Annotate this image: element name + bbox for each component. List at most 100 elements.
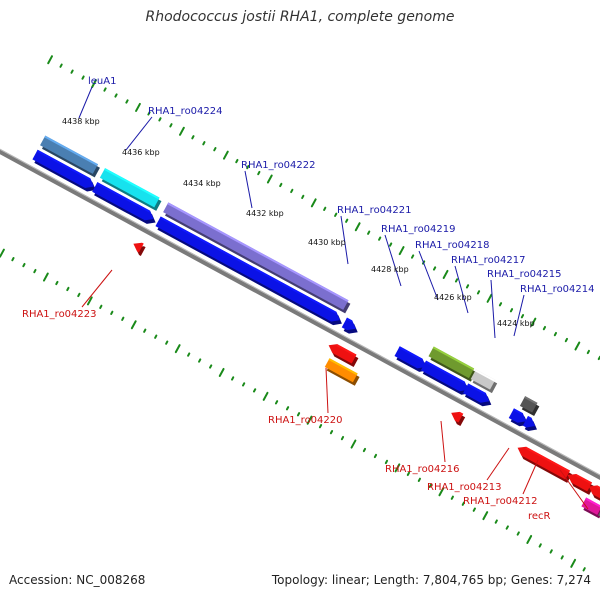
- scale-tick-minor: [213, 147, 217, 152]
- scale-tick-minor: [494, 519, 498, 524]
- scale-tick-minor: [114, 93, 118, 98]
- cds-ro04214: [522, 415, 538, 432]
- scale-tick-minor: [165, 340, 169, 345]
- scale-tick-major: [179, 126, 185, 136]
- scale-tick-minor: [110, 310, 114, 315]
- forward-gene-label: RHA1_ro04221: [337, 205, 412, 216]
- gene-ro04218-track: [470, 369, 498, 394]
- forward-gene-label: RHA1_ro04214: [520, 284, 595, 295]
- forward-label-leader: [513, 294, 525, 337]
- scale-tick-minor: [538, 543, 542, 548]
- scale-tick-label: 4430 kbp: [308, 238, 346, 247]
- gene-ro04212-track: [581, 497, 600, 519]
- scale-tick-minor: [191, 135, 195, 140]
- scale-tick-major: [486, 293, 493, 303]
- scale-tick-minor: [77, 292, 81, 298]
- scale-tick-major: [350, 439, 357, 449]
- scale-tick-minor: [509, 308, 514, 313]
- scale-tick-minor: [505, 525, 509, 530]
- forward-label-leader: [384, 234, 402, 287]
- scale-tick-label: 4434 kbp: [183, 179, 221, 188]
- scale-tick-minor: [410, 254, 415, 259]
- gene-ro04215-track: [519, 396, 540, 417]
- reverse-gene-label: RHA1_ro04213: [427, 482, 502, 493]
- cds-leuA1: [32, 149, 96, 192]
- scale-tick-minor: [378, 236, 382, 241]
- scale-tick-minor: [274, 400, 279, 405]
- scale-tick-minor: [516, 531, 520, 536]
- cds-ro04221: [341, 317, 358, 334]
- cds-ro04224: [92, 182, 156, 224]
- cds-ro04213: [517, 446, 572, 483]
- scale-tick-minor: [22, 262, 26, 268]
- scale-tick-major: [86, 296, 93, 306]
- scale-tick-major: [394, 463, 401, 473]
- cds-ro04223: [133, 242, 146, 256]
- scale-tick-minor: [340, 435, 345, 441]
- cds-ro04212: [567, 473, 594, 495]
- scale-tick-minor: [560, 555, 564, 560]
- scale-tick-major: [130, 320, 137, 330]
- cds-ro04220: [328, 344, 359, 367]
- cds-ro04216: [451, 411, 466, 427]
- scale-tick-minor: [428, 483, 432, 488]
- scale-tick-major: [0, 248, 5, 258]
- scale-tick-minor: [231, 376, 235, 381]
- scale-tick-minor: [143, 328, 147, 333]
- scale-tick-minor: [169, 123, 173, 128]
- scale-tick-minor: [367, 230, 371, 235]
- scale-tick-minor: [498, 302, 503, 307]
- scale-tick-minor: [279, 182, 283, 188]
- scale-tick-major: [354, 222, 361, 232]
- scale-tick-minor: [55, 280, 59, 286]
- scale-tick-major: [222, 150, 229, 160]
- scale-tick-minor: [432, 266, 437, 271]
- scale-tick-minor: [389, 242, 393, 247]
- forward-label-leader: [454, 265, 469, 314]
- scale-tick-minor: [476, 290, 481, 295]
- gene-leuA1-track: [40, 135, 100, 178]
- forward-label-leader: [490, 279, 496, 339]
- forward-gene-label: leuA1: [88, 76, 116, 87]
- genome-backbone: [0, 149, 600, 481]
- scale-tick-major: [135, 102, 141, 112]
- gene-ro04220-track: [324, 358, 360, 386]
- scale-tick-minor: [290, 188, 294, 194]
- scale-tick-major: [442, 269, 449, 279]
- forward-label-leader: [418, 250, 439, 301]
- scale-tick-minor: [373, 453, 378, 459]
- scale-tick-minor: [147, 111, 151, 116]
- scale-tick-minor: [582, 567, 586, 572]
- scale-tick-label: 4428 kbp: [371, 265, 409, 274]
- scale-tick-minor: [417, 477, 422, 482]
- reverse-label-leader: [522, 459, 539, 495]
- scale-tick-major: [438, 487, 445, 497]
- reverse-gene-label: RHA1_ro04216: [385, 464, 460, 475]
- scale-tick-minor: [461, 501, 465, 506]
- scale-tick-minor: [81, 75, 85, 80]
- scale-tick-minor: [187, 352, 191, 357]
- scale-tick-minor: [242, 382, 246, 387]
- scale-tick-minor: [257, 170, 261, 176]
- scale-tick-major: [482, 511, 489, 521]
- scale-tick-minor: [99, 304, 103, 310]
- gene-ro04224-track: [99, 168, 162, 211]
- scale-tick-minor: [549, 549, 553, 554]
- scale-tick-major: [47, 55, 54, 65]
- scale-tick-minor: [59, 63, 63, 68]
- scale-tick-minor: [586, 349, 590, 355]
- reverse-gene-label: recR: [528, 511, 551, 522]
- scale-tick-major: [266, 174, 273, 184]
- forward-label-leader: [78, 86, 93, 119]
- forward-scale-track: [47, 55, 600, 361]
- scale-tick-label: 4424 kbp: [497, 319, 535, 328]
- forward-gene-label: RHA1_ro04224: [148, 106, 223, 117]
- scale-tick-major: [570, 558, 577, 568]
- reverse-gene-label: RHA1_ro04223: [22, 309, 97, 320]
- scale-tick-minor: [362, 447, 367, 453]
- forward-gene-label: RHA1_ro04218: [415, 240, 490, 251]
- cds-recR: [588, 485, 600, 501]
- scale-tick-major: [398, 246, 405, 256]
- scale-tick-minor: [384, 459, 389, 465]
